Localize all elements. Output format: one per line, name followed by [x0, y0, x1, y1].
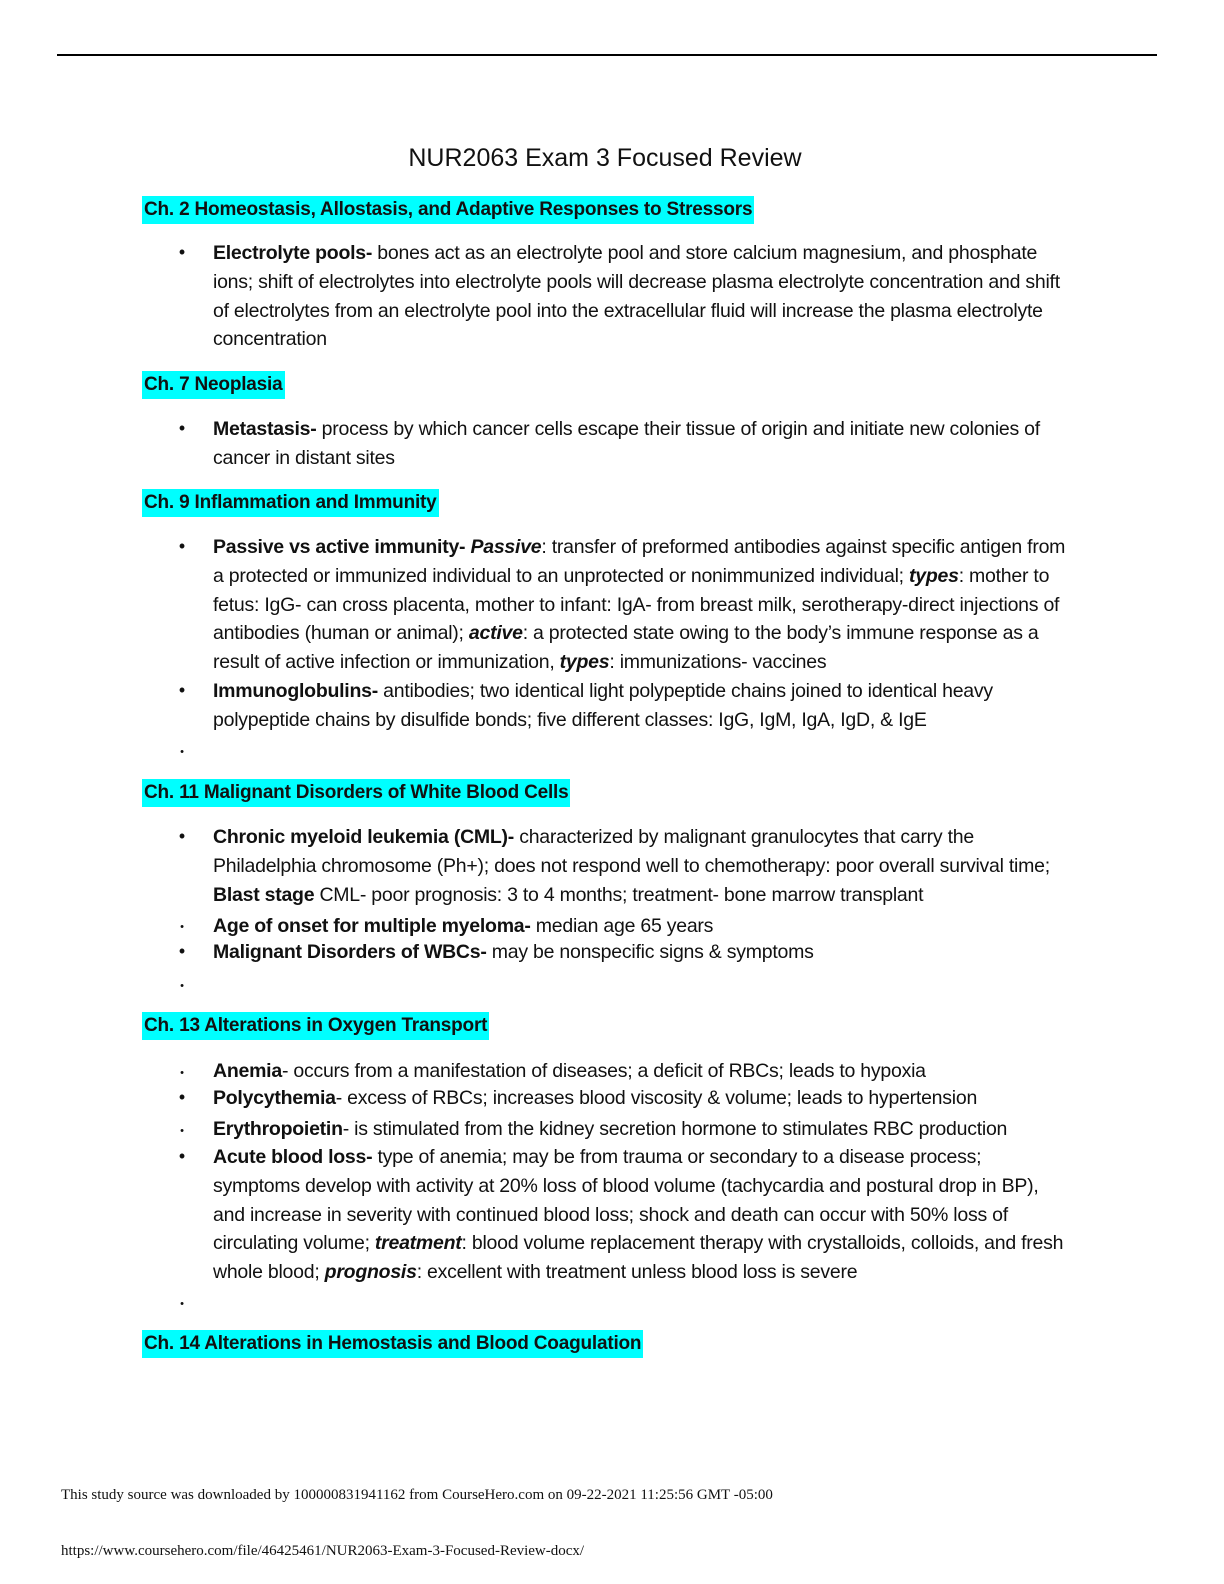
bullet: •	[178, 418, 186, 438]
list-item: Electrolyte pools- bones act as an elect…	[213, 239, 1073, 354]
page-title: NUR2063 Exam 3 Focused Review	[408, 144, 802, 172]
section-heading-ch14: Ch. 14 Alterations in Hemostasis and Blo…	[142, 1330, 644, 1358]
download-notice: This study source was downloaded by 1000…	[61, 1487, 773, 1503]
top-rule	[57, 54, 1157, 56]
item-term: Chronic myeloid leukemia (CML)-	[213, 826, 515, 848]
bullet: •	[180, 1125, 184, 1137]
list-item: Immunoglobulins- antibodies; two identic…	[213, 677, 1073, 735]
bullet: •	[178, 826, 186, 846]
treatment-label: treatment	[374, 1232, 462, 1255]
item-text: type of anemia; may be from trauma or se…	[213, 1146, 1039, 1255]
bullet: •	[178, 536, 186, 556]
list-item: Erythropoietin- is stimulated from the k…	[213, 1115, 1073, 1144]
empty-bullet: •	[180, 1298, 184, 1310]
list-item: Passive vs active immunity- Passive: tra…	[213, 533, 1073, 677]
item-text: : blood volume replacement therapy with …	[213, 1232, 1064, 1284]
bullet: •	[178, 242, 186, 262]
item-term: Anemia	[213, 1060, 282, 1082]
item-text: : excellent with treatment unless blood …	[416, 1261, 858, 1284]
section-heading-ch7: Ch. 7 Neoplasia	[142, 371, 285, 399]
bullet: •	[180, 1067, 184, 1079]
item-text: - occurs from a manifestation of disease…	[281, 1060, 926, 1082]
item-text: process by which cancer cells escape the…	[213, 418, 1040, 469]
item-text: : mother to fetus: IgG- can cross placen…	[213, 564, 1060, 645]
empty-bullet: •	[180, 746, 184, 758]
bullet: •	[178, 680, 186, 700]
item-term: Immunoglobulins-	[213, 680, 378, 702]
item-text: : a protected state owing to the body’s …	[213, 622, 1039, 674]
section-heading-ch13: Ch. 13 Alterations in Oxygen Transport	[142, 1012, 490, 1040]
item-term: Electrolyte pools-	[213, 242, 373, 264]
section-heading-ch11: Ch. 11 Malignant Disorders of White Bloo…	[142, 779, 571, 807]
active-label: active	[468, 622, 523, 645]
item-term: Acute blood loss-	[213, 1146, 373, 1168]
passive-label: Passive	[470, 536, 542, 558]
item-term: Metastasis-	[213, 418, 317, 440]
item-text: - excess of RBCs; increases blood viscos…	[335, 1087, 978, 1109]
item-term: Blast stage	[213, 883, 315, 906]
list-item: Age of onset for multiple myeloma- media…	[213, 912, 1073, 941]
item-term: Age of onset for multiple myeloma-	[213, 915, 531, 937]
item-term: Malignant Disorders of WBCs-	[213, 941, 487, 963]
source-url: https://www.coursehero.com/file/46425461…	[61, 1543, 585, 1559]
types-label: types	[909, 564, 959, 587]
item-term: Passive vs active immunity-	[213, 536, 466, 558]
bullet: •	[178, 941, 186, 961]
section-heading-ch9: Ch. 9 Inflammation and Immunity	[142, 489, 439, 517]
list-item: Chronic myeloid leukemia (CML)- characte…	[213, 823, 1073, 909]
empty-bullet: •	[180, 980, 184, 992]
item-text: : transfer of preformed antibodies again…	[213, 536, 1066, 587]
list-item: Metastasis- process by which cancer cell…	[213, 415, 1073, 473]
item-text: median age 65 years	[530, 915, 714, 937]
list-item: Acute blood loss- type of anemia; may be…	[213, 1143, 1073, 1287]
item-text: : immunizations- vaccines	[609, 651, 827, 674]
item-text: antibodies; two identical light polypept…	[213, 680, 993, 731]
prognosis-label: prognosis	[324, 1261, 417, 1284]
list-item: Anemia- occurs from a manifestation of d…	[213, 1057, 1073, 1086]
types-label: types	[559, 651, 610, 674]
section-heading-ch2: Ch. 2 Homeostasis, Allostasis, and Adapt…	[142, 196, 755, 224]
item-text: bones act as an electrolyte pool and sto…	[213, 242, 1060, 351]
item-text: characterized by malignant granulocytes …	[213, 826, 1050, 877]
item-term: Polycythemia	[213, 1087, 336, 1109]
item-term: Erythropoietin	[213, 1118, 343, 1140]
item-text: may be nonspecific signs & symptoms	[486, 941, 814, 963]
bullet: •	[178, 1087, 186, 1107]
item-text: - is stimulated from the kidney secretio…	[342, 1118, 1008, 1140]
list-item: Malignant Disorders of WBCs- may be nons…	[213, 938, 1073, 967]
list-item: Polycythemia- excess of RBCs; increases …	[213, 1084, 1073, 1113]
bullet: •	[178, 1146, 186, 1166]
bullet: •	[180, 921, 184, 933]
item-text: CML- poor prognosis: 3 to 4 months; trea…	[314, 883, 924, 906]
